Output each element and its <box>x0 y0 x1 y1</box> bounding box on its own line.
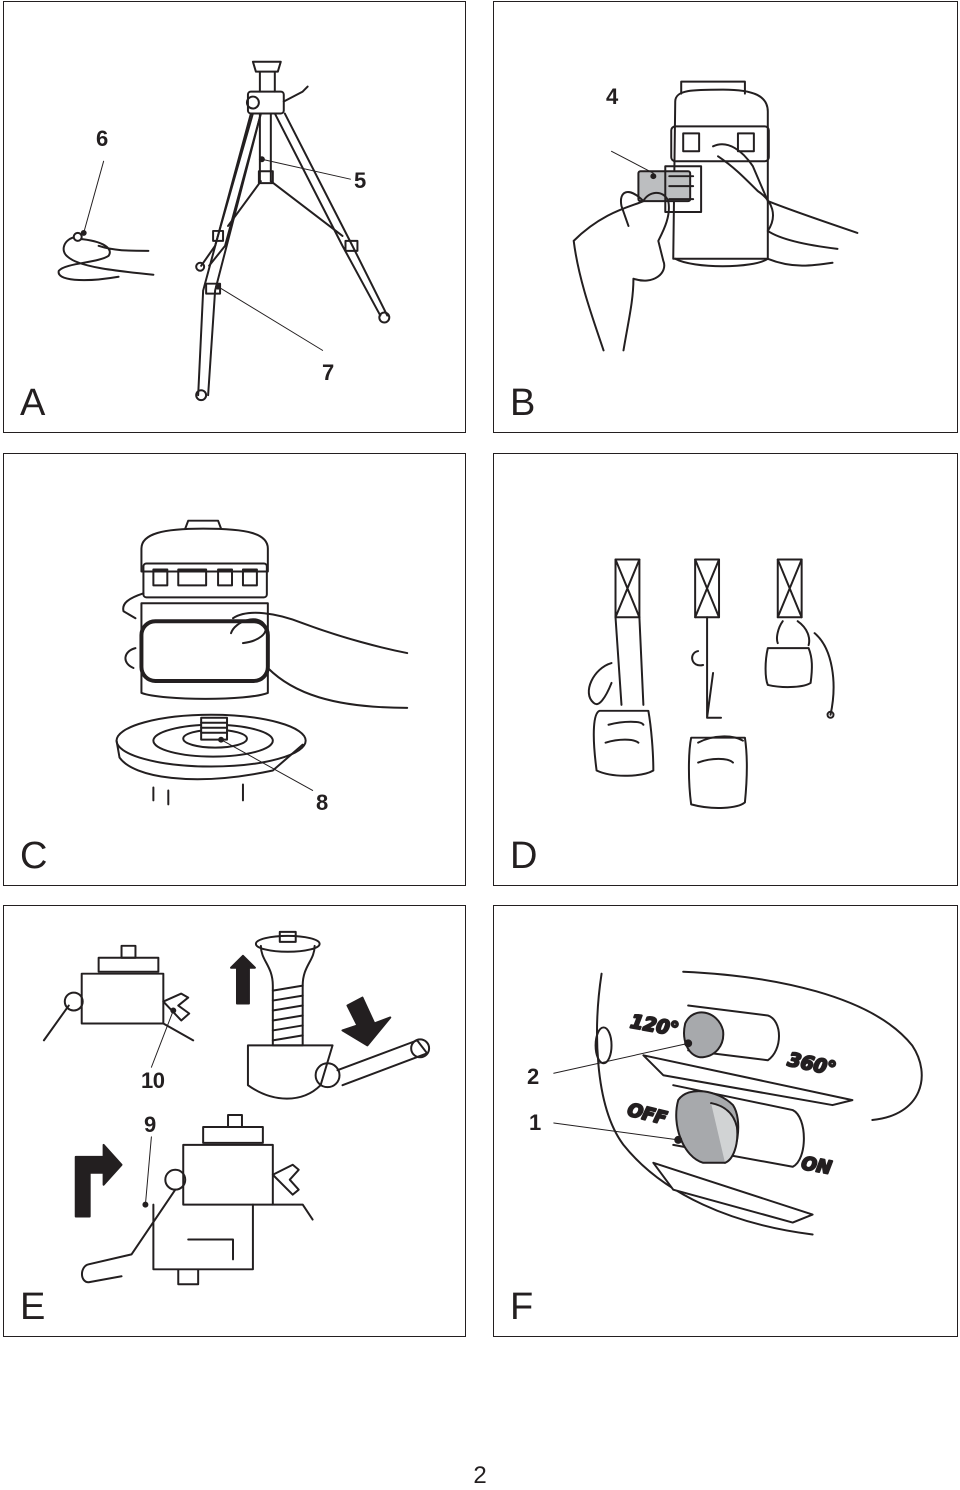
callout-4: 4 <box>606 84 618 109</box>
figure-label: D <box>510 835 538 877</box>
tripod-illustration <box>57 60 391 402</box>
callout-10: 10 <box>141 1068 165 1093</box>
figure-d: D <box>493 453 958 886</box>
tripod-adjust-illustration <box>42 930 431 1286</box>
mount-on-tripod-illustration <box>115 519 409 806</box>
callout-5: 5 <box>354 168 366 193</box>
callout-9: 9 <box>144 1112 156 1137</box>
mode-360-label: 360° <box>786 1049 838 1081</box>
callout-1: 1 <box>529 1110 541 1135</box>
battery-insert-illustration <box>572 80 859 352</box>
figure-a: 6 5 7 A <box>3 1 466 433</box>
figure-e: 10 9 E <box>3 905 466 1337</box>
figure-label: E <box>20 1286 46 1328</box>
figure-label: A <box>20 382 46 424</box>
callout-8: 8 <box>316 790 328 815</box>
on-label: ON <box>800 1153 833 1179</box>
mode-switch-illustration: 120° 360° OFF ON <box>553 970 923 1236</box>
callout-2: 2 <box>527 1064 539 1089</box>
strap-hanging-illustration <box>587 558 835 809</box>
figure-label: F <box>510 1286 534 1328</box>
figure-label: C <box>20 835 48 877</box>
callout-6: 6 <box>96 126 108 151</box>
mode-120-label: 120° <box>629 1011 681 1041</box>
figure-f: 120° 360° OFF ON 2 1 F <box>493 905 958 1337</box>
off-label: OFF <box>625 1100 669 1130</box>
figure-b: 4 B <box>493 1 958 433</box>
callout-7: 7 <box>322 360 334 385</box>
figure-label: B <box>510 382 536 424</box>
figure-c: 8 C <box>3 453 466 886</box>
page-number: 2 <box>473 1462 487 1489</box>
